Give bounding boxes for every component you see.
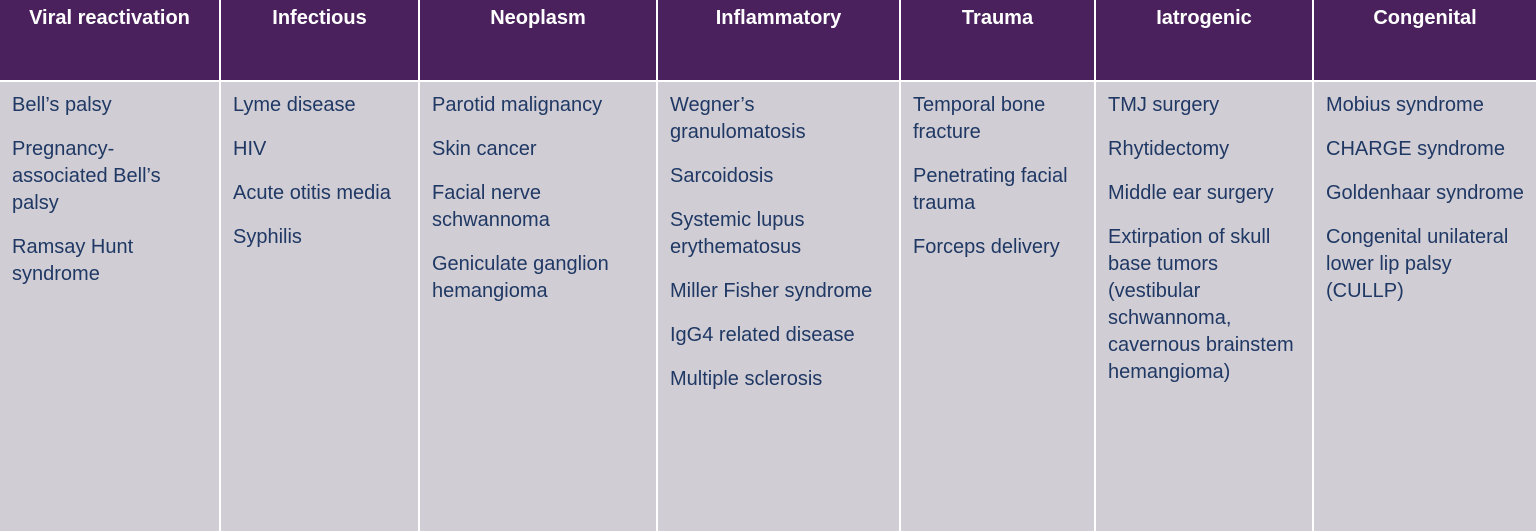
list-item: Mobius syndrome [1326,94,1484,116]
list-item: Acute otitis media [233,182,391,204]
list-item: Ramsay Hunt syndrome [12,236,134,285]
list-item: Sarcoidosis [670,165,774,187]
list-item: Pregnancy-associated Bell’s palsy [12,138,161,214]
list-item: Systemic lupus erythematosus [670,209,805,258]
list-item: Forceps delivery [913,236,1060,258]
list-item: CHARGE syndrome [1326,138,1505,160]
list-item: Bell’s palsy [12,94,112,116]
column-body: Lyme disease HIV Acute otitis media Syph… [221,82,418,531]
list-item: Syphilis [233,226,302,248]
list-item: HIV [233,138,267,160]
list-item: Penetrating facial trauma [913,165,1068,214]
column-neoplasm: Neoplasm Parotid malignancy Skin cancer … [420,0,656,531]
list-item: Extirpation of skull base tumors (vestib… [1108,226,1294,383]
column-body: TMJ surgery Rhytidectomy Middle ear surg… [1096,82,1312,531]
column-header: Viral reactivation [0,0,219,80]
column-header: Inflammatory [658,0,899,80]
list-item: TMJ surgery [1108,94,1220,116]
column-header: Congenital [1314,0,1536,80]
column-body: Mobius syndrome CHARGE syndrome Goldenha… [1314,82,1536,531]
list-item: Wegner’s granulomatosis [670,94,806,143]
column-header: Neoplasm [420,0,656,80]
list-item: Congenital unilateral lower lip palsy (C… [1326,226,1509,302]
column-infectious: Infectious Lyme disease HIV Acute otitis… [221,0,418,531]
column-body: Parotid malignancy Skin cancer Facial ne… [420,82,656,531]
list-item: Parotid malignancy [432,94,603,116]
list-item: Facial nerve schwannoma [432,182,550,231]
column-iatrogenic: Iatrogenic TMJ surgery Rhytidectomy Midd… [1096,0,1312,531]
column-header: Iatrogenic [1096,0,1312,80]
list-item: IgG4 related disease [670,324,855,346]
list-item: Goldenhaar syndrome [1326,182,1524,204]
list-item: Skin cancer [432,138,537,160]
column-body: Bell’s palsy Pregnancy-associated Bell’s… [0,82,219,531]
list-item: Geniculate ganglion hemangioma [432,253,609,302]
column-body: Temporal bone fracture Penetrating facia… [901,82,1094,531]
list-item: Middle ear surgery [1108,182,1274,204]
column-header: Infectious [221,0,418,80]
column-header: Trauma [901,0,1094,80]
list-item: Temporal bone fracture [913,94,1046,143]
column-viral-reactivation: Viral reactivation Bell’s palsy Pregnanc… [0,0,219,531]
column-body: Wegner’s granulomatosis Sarcoidosis Syst… [658,82,899,531]
column-congenital: Congenital Mobius syndrome CHARGE syndro… [1314,0,1536,531]
list-item: Miller Fisher syndrome [670,280,873,302]
list-item: Multiple sclerosis [670,368,823,390]
list-item: Lyme disease [233,94,356,116]
column-trauma: Trauma Temporal bone fracture Penetratin… [901,0,1094,531]
column-inflammatory: Inflammatory Wegner’s granulomatosis Sar… [658,0,899,531]
list-item: Rhytidectomy [1108,138,1230,160]
